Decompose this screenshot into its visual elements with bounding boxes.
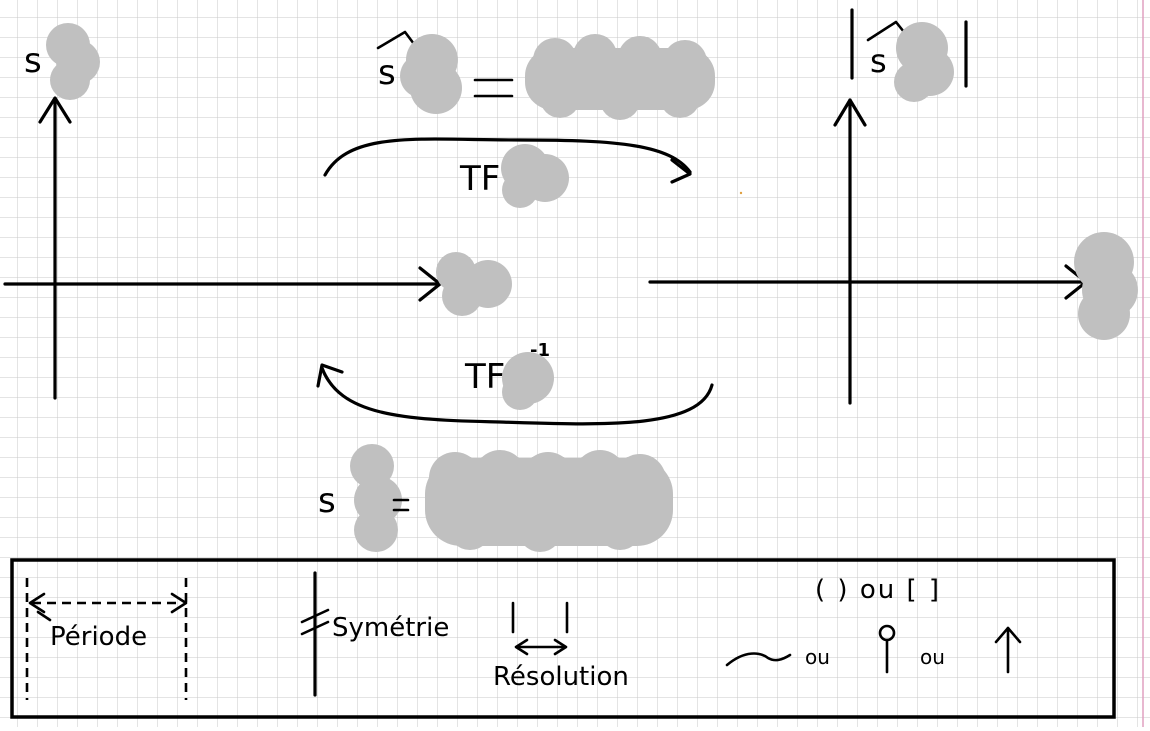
legend-symetrie: Symétrie	[300, 571, 449, 697]
resolution-arrowhead-left	[514, 638, 529, 656]
transform-definition: s	[376, 30, 715, 120]
right-y-label-s: s	[870, 42, 887, 80]
forward-transform-arrow: TF	[323, 137, 692, 208]
symetrie-label: Symétrie	[332, 613, 449, 643]
shapes-ou-2: ou	[920, 645, 945, 669]
transform-symbol-s: s	[378, 53, 396, 93]
right-y-arrowhead	[833, 98, 867, 127]
periode-tick	[36, 610, 52, 622]
signal-symbol-s: s	[318, 481, 336, 521]
periode-label: Période	[50, 622, 147, 652]
left-y-label-redaction	[46, 23, 100, 100]
left-y-label: s	[24, 41, 42, 81]
right-axes	[648, 98, 1088, 405]
periode-arrowhead-left	[28, 592, 46, 614]
signal-expression-redaction	[425, 450, 673, 552]
signal-definition: s	[318, 444, 673, 552]
inverse-arc	[320, 366, 714, 426]
left-x-label-redaction	[436, 252, 512, 316]
forward-arc	[323, 137, 692, 177]
legend-signal-shapes: ou ou	[725, 624, 1022, 674]
legend-box: Période Symétrie Résolution ( ) ou [ ]	[10, 558, 1116, 719]
inverse-transform-arrow: TF -1	[316, 340, 714, 426]
dirac-arrowhead	[994, 626, 1022, 644]
right-y-label: s	[850, 8, 968, 102]
legend-resolution: Résolution	[493, 601, 629, 692]
forward-arrowhead	[670, 158, 692, 184]
symetrie-mark-2	[300, 620, 330, 636]
brackets-legend-text: ( ) ou [ ]	[815, 575, 941, 605]
inverse-arrowhead	[316, 363, 344, 388]
forward-label: TF	[459, 159, 500, 199]
resolution-arrowhead-right	[553, 638, 568, 656]
symetrie-mark-1	[300, 608, 330, 624]
wave-symbol	[725, 652, 792, 667]
legend-periode: Période	[25, 578, 188, 700]
periode-arrowhead-right	[170, 592, 188, 614]
legend-border	[10, 558, 1116, 719]
stray-mark	[739, 191, 743, 195]
shapes-ou-1: ou	[805, 645, 830, 669]
left-y-arrowhead	[38, 96, 72, 124]
transform-expression-redaction	[525, 34, 715, 120]
inverse-label: TF	[464, 357, 505, 397]
resolution-label: Résolution	[493, 662, 629, 692]
right-x-label-redaction	[1074, 232, 1138, 340]
